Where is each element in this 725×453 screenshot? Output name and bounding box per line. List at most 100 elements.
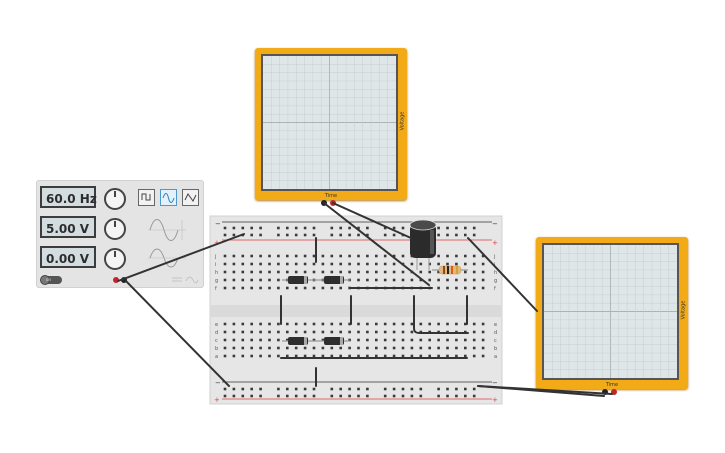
wire-osc-top-black xyxy=(323,202,430,286)
breadboard-hole xyxy=(321,270,325,274)
breadboard-hole xyxy=(250,226,253,230)
triangle-wave-icon xyxy=(184,193,197,202)
breadboard-hole xyxy=(455,278,458,282)
square-wave-button[interactable] xyxy=(138,189,155,206)
row-label-left-g: g xyxy=(215,278,218,284)
breadboard-hole xyxy=(303,322,307,326)
breadboard-hole xyxy=(223,278,227,282)
breadboard-hole xyxy=(437,354,440,358)
breadboard-hole xyxy=(277,278,280,282)
breadboard-hole xyxy=(357,270,360,274)
breadboard-hole xyxy=(366,338,369,342)
breadboard-hole xyxy=(375,354,378,358)
breadboard-hole xyxy=(446,338,449,342)
breadboard-hole xyxy=(472,278,476,282)
breadboard-hole xyxy=(472,338,476,342)
breadboard-hole xyxy=(419,226,423,230)
breadboard-hole xyxy=(330,278,334,282)
breadboard-hole xyxy=(428,346,431,350)
oscilloscope-top[interactable]: Time Voltage xyxy=(255,48,407,206)
breadboard-hole xyxy=(241,270,245,274)
wire-osc-top-red xyxy=(332,202,412,239)
fg-positive-terminal[interactable] xyxy=(113,277,119,283)
fg-negative-terminal[interactable] xyxy=(121,277,127,283)
breadboard-hole xyxy=(383,254,387,258)
breadboard-hole xyxy=(366,262,369,266)
breadboard-hole xyxy=(410,286,414,290)
breadboard-hole xyxy=(401,286,405,290)
breadboard-hole xyxy=(437,387,440,391)
breadboard-hole xyxy=(392,346,396,350)
breadboard-hole xyxy=(401,338,405,342)
breadboard-hole xyxy=(294,262,298,266)
breadboard-hole xyxy=(241,226,245,230)
breadboard-hole xyxy=(339,226,342,230)
breadboard-hole xyxy=(312,270,316,274)
oscilloscope-right[interactable]: Time Voltage xyxy=(536,237,688,395)
breadboard-hole xyxy=(294,346,298,350)
oscilloscope-right-probe-red[interactable] xyxy=(611,389,617,395)
breadboard-hole xyxy=(286,254,289,258)
breadboard-hole xyxy=(330,354,334,358)
breadboard-hole xyxy=(392,270,396,274)
breadboard-hole xyxy=(366,278,369,282)
amplitude-knob[interactable] xyxy=(104,218,126,240)
breadboard-hole xyxy=(312,286,316,290)
breadboard-hole xyxy=(375,254,378,258)
breadboard-hole xyxy=(410,270,414,274)
breadboard-hole xyxy=(375,322,378,326)
breadboard-hole xyxy=(446,233,449,237)
oscilloscope-top-probe-black[interactable] xyxy=(321,200,327,206)
breadboard-hole xyxy=(383,354,387,358)
breadboard-hole xyxy=(437,270,440,274)
breadboard-hole xyxy=(428,254,431,258)
frequency-knob[interactable] xyxy=(104,188,126,210)
breadboard-hole xyxy=(428,354,431,358)
breadboard-hole xyxy=(419,322,423,326)
breadboard-hole xyxy=(392,354,396,358)
breadboard-hole xyxy=(472,270,476,274)
breadboard-hole xyxy=(232,322,236,326)
triangle-wave-button[interactable] xyxy=(182,189,199,206)
fg-footer-icons xyxy=(172,276,199,284)
rail-plus-label-top-right: + xyxy=(492,239,498,247)
breadboard-hole xyxy=(472,330,476,334)
breadboard-hole xyxy=(294,394,298,398)
board-wires xyxy=(280,237,469,387)
power-switch[interactable] xyxy=(40,275,62,285)
breadboard-hole xyxy=(223,286,227,290)
breadboard-hole xyxy=(375,262,378,266)
breadboard-hole xyxy=(410,330,414,334)
breadboard-hole xyxy=(232,346,236,350)
offset-knob[interactable] xyxy=(104,248,126,270)
breadboard-hole xyxy=(286,286,289,290)
oscilloscope-top-probe-red[interactable] xyxy=(330,200,336,206)
sine-wave-button[interactable] xyxy=(160,189,177,206)
breadboard-hole xyxy=(294,254,298,258)
breadboard-hole xyxy=(277,338,280,342)
breadboard-hole xyxy=(259,346,262,350)
breadboard-hole xyxy=(286,338,289,342)
breadboard-hole xyxy=(312,278,316,282)
function-generator[interactable]: 60.0 Hz 5.00 V 0.00 V on xyxy=(36,180,204,288)
breadboard-hole xyxy=(455,346,458,350)
breadboard-hole xyxy=(410,338,414,342)
oscilloscope-right-probe-black[interactable] xyxy=(602,389,608,395)
oscilloscope-top-grid xyxy=(263,56,396,189)
breadboard-hole xyxy=(481,262,485,266)
row-label-right-h: h xyxy=(494,270,497,276)
frequency-display: 60.0 Hz xyxy=(40,186,97,208)
breadboard-hole xyxy=(303,387,307,391)
breadboard-hole xyxy=(250,233,253,237)
breadboard-hole xyxy=(223,262,227,266)
amplitude-display: 5.00 V xyxy=(40,216,96,238)
breadboard-hole xyxy=(259,254,262,258)
breadboard-hole xyxy=(223,338,227,342)
breadboard-hole xyxy=(286,226,289,230)
breadboard-hole xyxy=(312,338,316,342)
breadboard-hole xyxy=(383,330,387,334)
breadboard-hole xyxy=(428,270,431,274)
diode-1 xyxy=(288,276,308,284)
breadboard-hole xyxy=(223,233,227,237)
